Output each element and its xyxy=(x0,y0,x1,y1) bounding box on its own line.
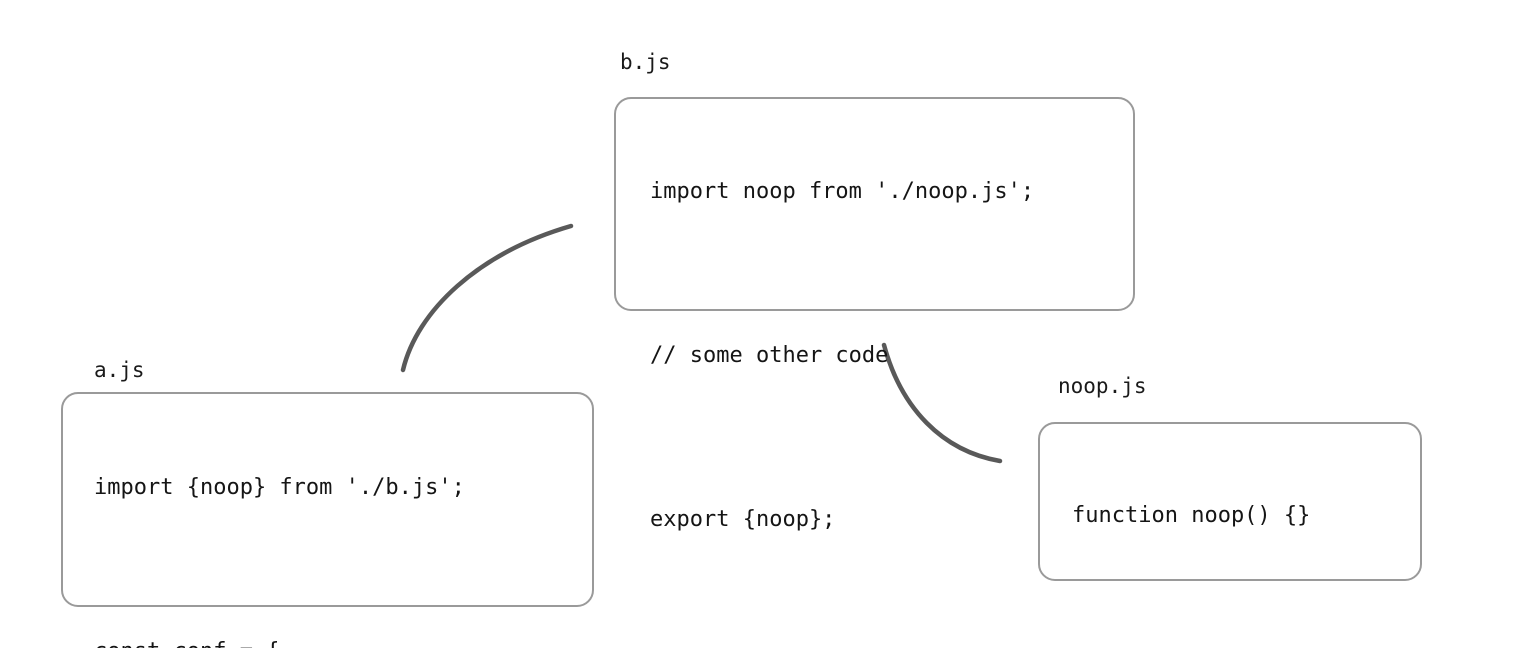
code-line-blank xyxy=(94,554,465,586)
code-box-a-js xyxy=(61,392,594,607)
code-line: import noop from './noop.js'; xyxy=(650,179,1035,204)
code-box-noop-js xyxy=(1038,422,1422,581)
code-body-noop-js: function noop() {} export default noop; xyxy=(1072,450,1337,648)
code-line-blank xyxy=(1072,582,1337,614)
connector-a-to-b xyxy=(400,223,574,373)
code-body-b-js: import noop from './noop.js'; // some ot… xyxy=(650,126,1034,586)
code-line: export {noop}; xyxy=(650,507,836,532)
code-line: // some other code xyxy=(650,343,889,368)
code-line: import {noop} from './b.js'; xyxy=(94,475,465,500)
code-line: function noop() {} xyxy=(1072,503,1311,528)
code-line-blank xyxy=(650,258,1034,290)
code-body-a-js: import {noop} from './b.js'; const conf … xyxy=(94,422,465,648)
code-line-blank xyxy=(650,422,1034,454)
code-line: const conf = { xyxy=(94,636,465,648)
module-label-noop-js: noop.js xyxy=(1058,374,1147,398)
module-label-b-js: b.js xyxy=(620,50,671,74)
module-label-a-js: a.js xyxy=(94,358,145,382)
code-box-b-js xyxy=(614,97,1135,311)
